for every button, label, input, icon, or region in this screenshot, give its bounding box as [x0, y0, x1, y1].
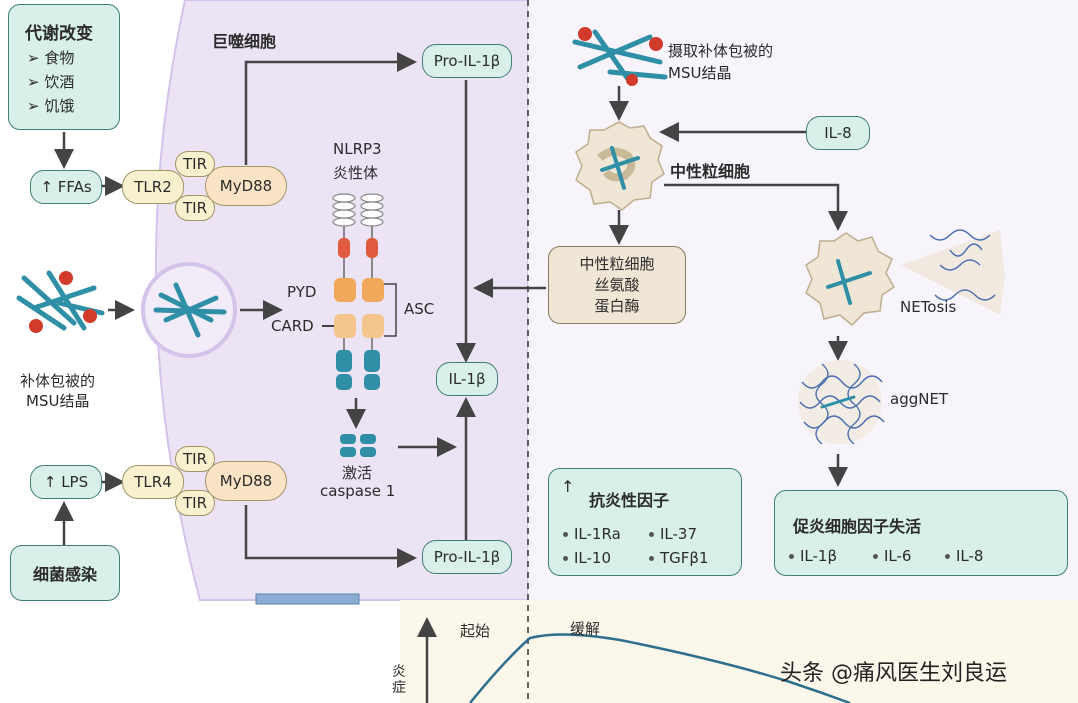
caspase-activate-label: 激活: [342, 464, 373, 482]
tir-domain: TIR: [175, 195, 215, 221]
neutrophil-icon: [575, 121, 665, 211]
caspase-label: caspase 1: [320, 482, 396, 500]
aggnet-icon: [798, 360, 885, 445]
list-item: IL-1β: [789, 547, 837, 565]
aggnet-label: aggNET: [890, 390, 949, 408]
pro-il1b-box: Pro-IL-1β: [422, 540, 512, 574]
nlrp3-label: NLRP3: [333, 140, 382, 158]
inflammation-axis-label: 炎症: [392, 664, 406, 696]
netosis-cell-icon: [805, 229, 1005, 327]
increase-arrow-icon: ↑: [561, 477, 575, 496]
msu-left-label-1: 补体包被的: [20, 372, 96, 390]
msu-right-label-1: 摄取补体包被的: [668, 42, 774, 60]
tlr4-receptor: TLR4: [122, 465, 184, 499]
msu-crystal-icon: [16, 270, 105, 333]
neutrophil-protease-box: 中性粒细胞 丝氨酸 蛋白酶: [548, 246, 686, 324]
lps-box: ↑ LPS: [30, 465, 102, 499]
il1b-box: IL-1β: [436, 362, 498, 396]
myd88-adapter: MyD88: [205, 166, 287, 206]
il8-box: IL-8: [806, 116, 870, 150]
metabolic-item: ➢ 饮酒: [27, 73, 75, 91]
list-item: IL-6: [873, 547, 911, 565]
macrophage-label: 巨噬细胞: [212, 32, 277, 51]
msu-crystal-icon: [572, 27, 668, 86]
list-item: TGFβ1: [649, 549, 709, 567]
watermark: 头条 @痛风医生刘良运: [780, 661, 1007, 686]
tlr2-receptor: TLR2: [122, 170, 184, 204]
msu-right-label-2: MSU结晶: [668, 64, 732, 82]
ffas-box: ↑ FFAs: [30, 170, 102, 204]
pyd-label: PYD: [287, 283, 317, 301]
list-item: IL-8: [945, 547, 983, 565]
phagosome-icon: [141, 262, 237, 358]
caspase-icon: [340, 434, 376, 457]
bacterial-infection-box: 细菌感染: [10, 545, 120, 601]
tir-domain: TIR: [175, 446, 215, 472]
anti-inflammatory-box: ↑ 抗炎性因子 IL-1Ra IL-37 IL-10 TGFβ1: [548, 468, 742, 576]
metabolic-item: ➢ 饥饿: [27, 97, 75, 115]
metabolic-title: 代谢改变: [25, 24, 93, 44]
card-label: CARD: [271, 317, 314, 335]
list-item: IL-1Ra: [563, 525, 621, 543]
myd88-adapter: MyD88: [205, 461, 287, 501]
card-connector: [322, 325, 334, 327]
neutrophil-label: 中性粒细胞: [670, 162, 751, 181]
list-item: IL-37: [649, 525, 697, 543]
pro-inflammatory-box: 促炎细胞因子失活 IL-1β IL-6 IL-8: [774, 490, 1068, 576]
anti-inflammatory-title: 抗炎性因子: [589, 491, 670, 510]
msu-left-label-2: MSU结晶: [26, 392, 90, 410]
pro-il1b-box: Pro-IL-1β: [422, 44, 512, 78]
tir-domain: TIR: [175, 490, 215, 516]
metabolic-box: 代谢改变 ➢ 食物 ➢ 饮酒 ➢ 饥饿: [8, 4, 120, 130]
pro-inflammatory-title: 促炎细胞因子失活: [793, 517, 922, 536]
netosis-label: NETosis: [900, 298, 957, 316]
resolution-label: 缓解: [570, 620, 601, 638]
list-item: IL-10: [563, 549, 611, 567]
onset-label: 起始: [460, 622, 491, 640]
nlrp3-inflammasome-icon: [332, 193, 384, 390]
asc-label: ASC: [404, 300, 435, 318]
inflammasome-label: 炎性体: [333, 164, 379, 182]
metabolic-item: ➢ 食物: [27, 49, 75, 67]
